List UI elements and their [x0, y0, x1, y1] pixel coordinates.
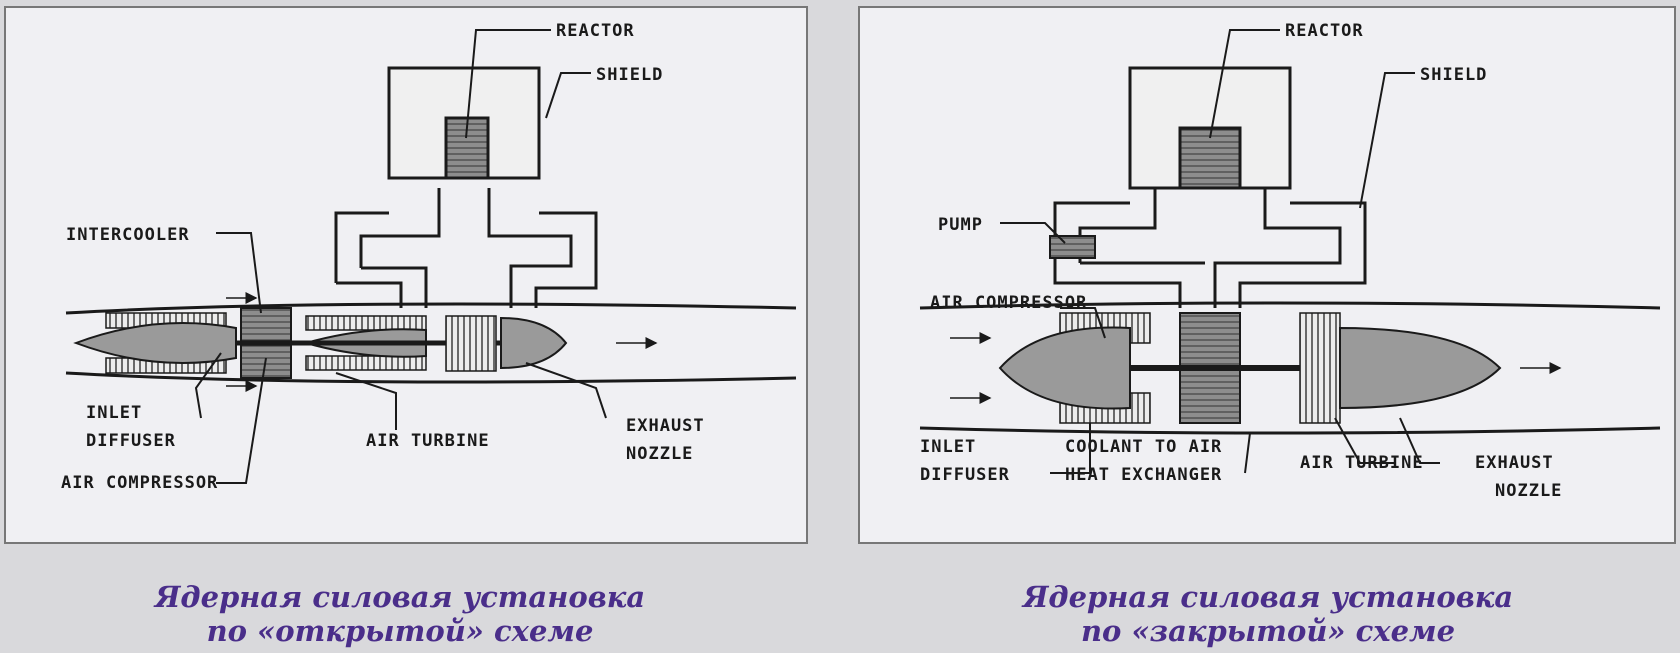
caption-line1: Ядерная силовая установка	[1022, 580, 1514, 614]
open-cycle-diagram: REACTOR SHIELD INTERCOOLER INLET DIFFUSE…	[4, 6, 808, 544]
leader-lines	[194, 29, 607, 484]
label-air-turbine: AIR TURBINE	[366, 431, 490, 451]
closed-cycle-diagram: REACTOR SHIELD PUMP AIR COMPRESSOR INLET…	[858, 6, 1676, 544]
label-air-compressor: AIR COMPRESSOR	[930, 293, 1087, 313]
caption-closed-cycle: Ядерная силовая установка по «закрытой» …	[998, 580, 1538, 648]
open-cycle-svg: REACTOR SHIELD INTERCOOLER INLET DIFFUSE…	[61, 21, 797, 493]
caption-line2: по «открытой» схеме	[206, 614, 594, 648]
label-inlet: INLET	[86, 403, 142, 423]
label-nozzle: NOZZLE	[626, 444, 693, 464]
label-exhaust: EXHAUST	[1475, 453, 1554, 473]
label-reactor: REACTOR	[1285, 21, 1364, 41]
label-coolant-line2: HEAT EXCHANGER	[1065, 465, 1222, 485]
leader-lines	[1000, 29, 1440, 474]
label-shield: SHIELD	[596, 65, 663, 85]
open-cycle-engine	[65, 292, 797, 392]
closed-cycle-engine	[919, 301, 1661, 435]
label-coolant-line1: COOLANT TO AIR	[1065, 437, 1222, 457]
duct-system	[334, 66, 598, 308]
label-air-turbine: AIR TURBINE	[1300, 453, 1424, 473]
label-pump: PUMP	[938, 215, 983, 235]
coolant-loop	[1049, 66, 1367, 308]
label-intercooler: INTERCOOLER	[66, 225, 190, 245]
label-exhaust: EXHAUST	[626, 416, 705, 436]
label-air-compressor: AIR COMPRESSOR	[61, 473, 218, 493]
label-nozzle: NOZZLE	[1495, 481, 1562, 501]
label-shield: SHIELD	[1420, 65, 1487, 85]
label-diffuser: DIFFUSER	[920, 465, 1010, 485]
closed-cycle-svg: REACTOR SHIELD PUMP AIR COMPRESSOR INLET…	[919, 21, 1661, 501]
caption-line2: по «закрытой» схеме	[1080, 614, 1456, 648]
label-diffuser: DIFFUSER	[86, 431, 176, 451]
caption-open-cycle: Ядерная силовая установка по «открытой» …	[140, 580, 660, 648]
caption-line1: Ядерная силовая установка	[154, 580, 646, 614]
label-inlet: INLET	[920, 437, 976, 457]
label-reactor: REACTOR	[556, 21, 635, 41]
